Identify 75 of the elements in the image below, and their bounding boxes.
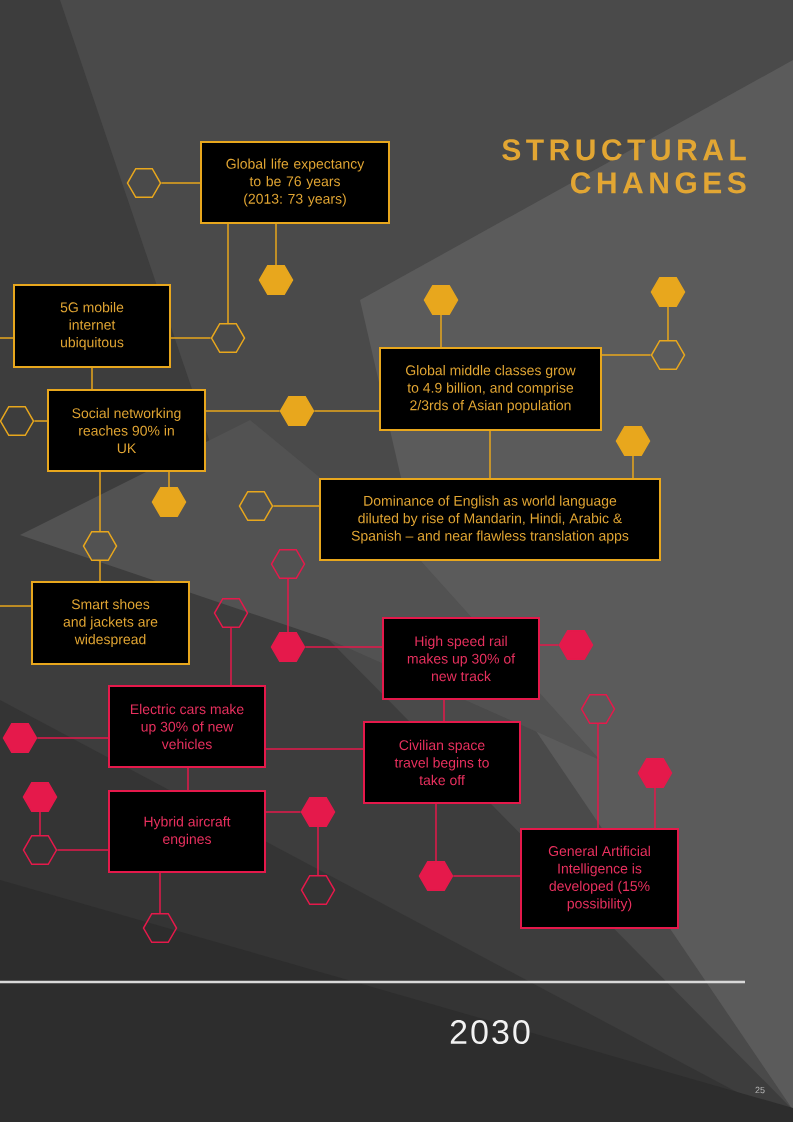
text-box: Social networking reaches 90% in UK	[47, 389, 206, 472]
connector-line	[230, 627, 232, 686]
connector-line	[265, 811, 302, 813]
text-box: Smart shoes and jackets are widespread	[31, 581, 190, 665]
connector-line	[317, 826, 319, 876]
connector-line	[0, 337, 14, 339]
connector-line	[275, 223, 277, 266]
hexagon-marker	[270, 631, 306, 663]
text-box: Electric cars make up 30% of new vehicles	[108, 685, 266, 768]
text-box: Civilian space travel begins to take off	[363, 721, 521, 804]
hexagon-marker	[238, 490, 274, 522]
connector-line	[313, 410, 380, 412]
text-box: Dominance of English as world language diluted by rise of Mandarin, Hindi, Arabic & Spanish – and near flawless translation apps	[319, 478, 661, 561]
connector-line	[205, 410, 281, 412]
connector-line	[287, 578, 289, 633]
text-box: Global middle classes grow to 4.9 billion, and comprise 2/3rds of Asian population	[379, 347, 602, 431]
hexagon-marker	[423, 284, 459, 316]
connector-line	[33, 420, 48, 422]
hexagon-marker	[418, 860, 454, 892]
hexagon-marker	[22, 834, 58, 866]
connector-line	[99, 560, 101, 582]
hexagon-marker	[650, 276, 686, 308]
hexagon-marker	[270, 548, 306, 580]
hexagon-marker	[151, 486, 187, 518]
connector-line	[265, 748, 364, 750]
hexagon-marker	[580, 693, 616, 725]
connector-line	[36, 737, 109, 739]
text-box: Global life expectancy to be 76 years (2013: 73 years)	[200, 141, 390, 224]
hexagon-marker	[279, 395, 315, 427]
connector-line	[489, 430, 491, 479]
text-box: High speed rail makes up 30% of new track	[382, 617, 540, 700]
connector-line	[91, 367, 93, 390]
connector-line	[597, 723, 599, 829]
page-number: 25	[755, 1086, 765, 1094]
connector-line	[227, 223, 229, 324]
hexagon-marker	[22, 781, 58, 813]
connector-line	[39, 811, 41, 836]
connector-line	[159, 872, 161, 914]
connector-line	[170, 337, 212, 339]
connector-line	[654, 787, 656, 829]
connector-line	[0, 605, 32, 607]
connector-line	[168, 471, 170, 488]
connector-line	[99, 471, 101, 532]
hexagon-marker	[558, 629, 594, 661]
text-box: General Artificial Intelligence is developed (15% possibility)	[520, 828, 679, 929]
hexagon-marker	[0, 405, 35, 437]
connector-line	[435, 803, 437, 862]
connector-line	[304, 646, 383, 648]
hexagon-marker	[615, 425, 651, 457]
connector-line	[452, 875, 521, 877]
connector-line	[440, 314, 442, 348]
hexagon-marker	[300, 874, 336, 906]
hexagon-marker	[637, 757, 673, 789]
connector-line	[601, 354, 652, 356]
hexagon-marker	[126, 167, 162, 199]
text-box: 5G mobile internet ubiquitous	[13, 284, 171, 368]
connector-line	[443, 699, 445, 722]
title: STRUCTURAL CHANGES	[502, 139, 746, 194]
connector-line	[56, 849, 109, 851]
connector-line	[632, 455, 634, 479]
hexagon-marker	[258, 264, 294, 296]
connector-line	[160, 182, 201, 184]
hexagon-marker	[82, 530, 118, 562]
hexagon-marker	[300, 796, 336, 828]
connector-line	[667, 306, 669, 341]
hexagon-marker	[650, 339, 686, 371]
hexagon-marker	[2, 722, 38, 754]
connector-line	[539, 644, 560, 646]
hexagon-marker	[210, 322, 246, 354]
year-label: 2030	[450, 1020, 530, 1045]
hexagon-marker	[213, 597, 249, 629]
text-box: Hybrid aircraft engines	[108, 790, 266, 873]
connector-line	[272, 505, 320, 507]
connector-line	[187, 767, 189, 791]
hexagon-marker	[142, 912, 178, 944]
